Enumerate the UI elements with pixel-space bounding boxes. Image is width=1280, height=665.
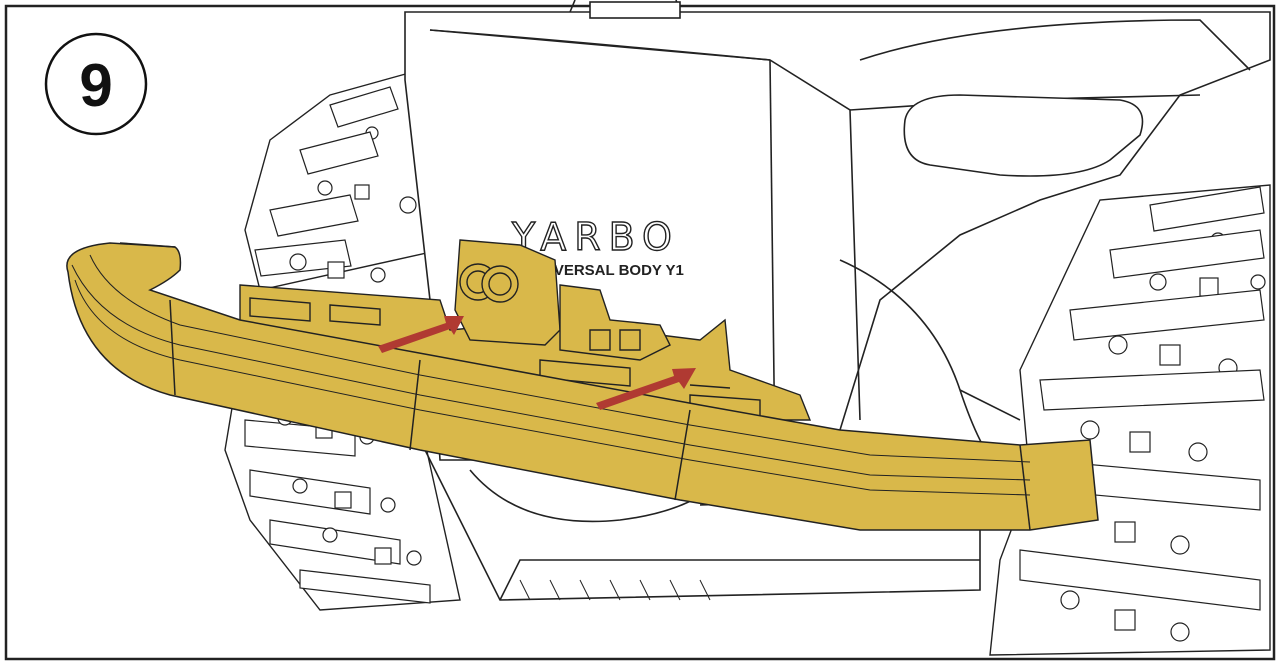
arrow-left [378,316,464,353]
right-track [989,184,1271,656]
left-track [224,69,461,611]
install-direction-arrows [378,316,696,410]
arrow-right [596,368,696,410]
step-number-badge: 9 [44,32,148,136]
front-bumper[interactable] [66,242,1099,531]
model-label: UNIVERSAL BODY Y1 [528,262,684,279]
step-number: 9 [79,52,112,119]
